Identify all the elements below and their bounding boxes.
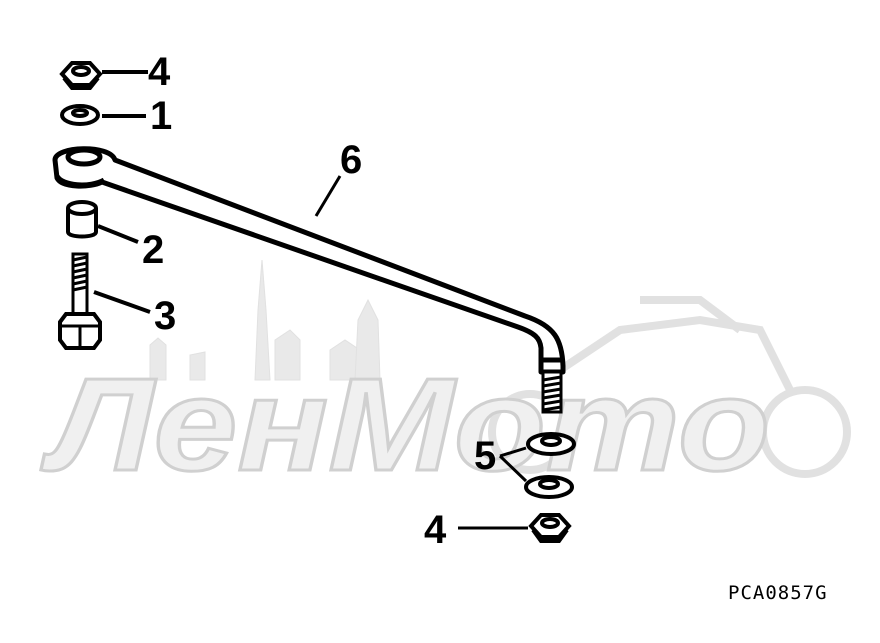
threaded-stud bbox=[541, 370, 563, 414]
watermark: ЛенМото bbox=[39, 259, 851, 500]
part-code-label: PCA0857G bbox=[728, 582, 828, 604]
watermark-text: ЛенМото bbox=[41, 351, 770, 498]
leader-line-collar bbox=[97, 224, 139, 244]
callout-nut-top: 4 bbox=[148, 50, 171, 94]
watermark-skyline bbox=[149, 259, 381, 381]
flat-washer-bottom-upper bbox=[526, 432, 576, 456]
leader-line-washers-bottom bbox=[498, 446, 528, 483]
leader-line-link-rod bbox=[314, 175, 342, 217]
callout-bolt: 3 bbox=[154, 294, 177, 338]
callout-washer-top: 1 bbox=[150, 94, 173, 138]
hex-nut-bottom bbox=[528, 513, 572, 543]
callout-collar: 2 bbox=[142, 228, 165, 272]
link-rod bbox=[52, 146, 566, 375]
callout-washers-bottom: 5 bbox=[474, 434, 497, 478]
leader-line-bolt bbox=[93, 290, 151, 314]
callout-nut-bottom: 4 bbox=[424, 508, 447, 552]
watermark-motorcycle-icon bbox=[488, 296, 851, 478]
hex-nut-top bbox=[59, 61, 103, 90]
flange-bolt bbox=[58, 252, 102, 350]
link-rod-eye-hole bbox=[65, 147, 103, 167]
callout-link-rod: 6 bbox=[340, 138, 363, 182]
flat-washer-bottom-lower bbox=[524, 475, 574, 499]
flat-washer-top bbox=[60, 104, 100, 126]
collar bbox=[66, 200, 98, 239]
